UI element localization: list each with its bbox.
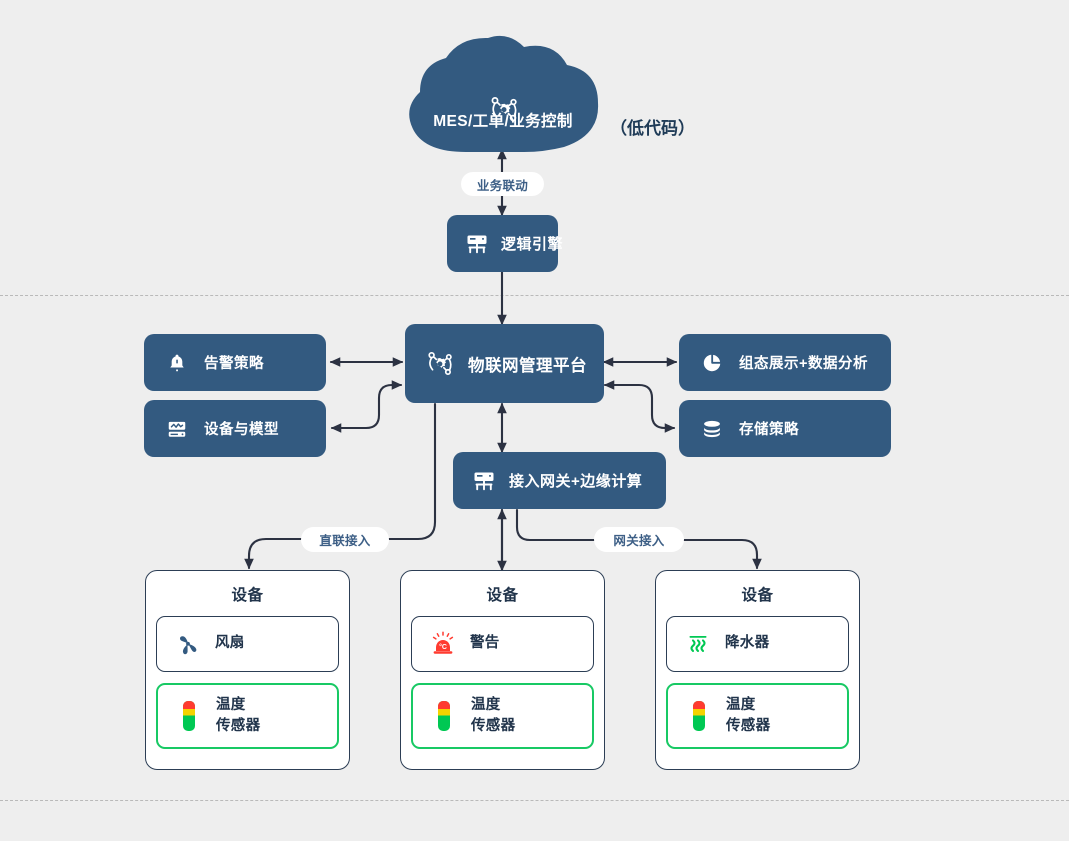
device-item-label-line2: 传感器 — [726, 718, 771, 735]
device-item-label: 温度 传感器 — [216, 695, 260, 737]
device-card-title: 设备 — [741, 587, 774, 604]
node-visualization-label: 组态展示+数据分析 — [739, 356, 868, 372]
edge-label-direct-access: 直联接入 — [301, 527, 389, 552]
node-logic-engine-label: 逻辑引擎 — [501, 236, 564, 253]
device-item-sprinkler[interactable]: 降水器 — [666, 616, 849, 672]
node-gateway-edge[interactable]: 接入网关+边缘计算 — [453, 452, 666, 509]
node-iot-platform[interactable]: 物联网管理平台 — [405, 324, 604, 403]
lowcode-note: （低代码） — [610, 119, 695, 138]
iot-gear-network-icon — [487, 93, 521, 127]
bell-icon — [166, 352, 188, 374]
node-alarm-policy[interactable]: 告警策略 — [144, 334, 326, 391]
band-separator-bottom — [0, 800, 1069, 801]
temperature-sensor-icon — [682, 699, 716, 733]
cloud-shape — [409, 35, 599, 152]
node-iot-platform-label: 物联网管理平台 — [468, 356, 587, 375]
device-item-label-line2: 传感器 — [471, 718, 516, 735]
database-icon — [701, 418, 723, 440]
band-separator-top — [0, 295, 1069, 296]
edge-label-business-link: 业务联动 — [461, 172, 544, 196]
device-item-label: 温度 传感器 — [471, 695, 515, 737]
device-model-icon — [166, 418, 188, 440]
device-item-label: 降水器 — [725, 635, 770, 652]
device-item-label: 温度 传感器 — [726, 695, 770, 737]
cloud-label: MES/工单/业务控制 — [433, 113, 573, 130]
device-item-temperature-sensor[interactable]: 温度 传感器 — [411, 683, 594, 750]
temperature-sensor-icon — [172, 699, 206, 733]
device-item-label-line1: 温度 — [216, 697, 246, 713]
device-item-temperature-sensor[interactable]: 温度 传感器 — [666, 683, 849, 750]
device-card-title: 设备 — [486, 587, 519, 604]
device-item-label-line1: 温度 — [726, 697, 756, 713]
device-card[interactable]: 设备 °C 警告 — [400, 570, 605, 770]
iot-gear-network-icon — [425, 349, 455, 379]
alarm-siren-icon: °C — [426, 627, 460, 661]
node-logic-engine[interactable]: 逻辑引擎 — [447, 215, 563, 272]
server-rack-icon — [472, 469, 496, 493]
temperature-sensor-icon — [427, 699, 461, 733]
device-item-label: 风扇 — [215, 635, 245, 652]
device-card-title: 设备 — [231, 587, 264, 604]
device-item-label-line2: 传感器 — [216, 718, 261, 735]
device-item-label-line1: 温度 — [471, 697, 501, 713]
sprinkler-steam-icon — [681, 627, 715, 661]
edge-label-gateway-access: 网关接入 — [594, 527, 684, 552]
server-rack-icon — [465, 232, 489, 256]
cloud-node[interactable]: MES/工单/业务控制 — [404, 35, 602, 152]
svg-text:°C: °C — [439, 643, 447, 651]
node-visualization[interactable]: 组态展示+数据分析 — [679, 334, 891, 391]
node-alarm-policy-label: 告警策略 — [204, 356, 264, 372]
fan-icon — [171, 627, 205, 661]
node-storage-policy[interactable]: 存储策略 — [679, 400, 891, 457]
device-item-fan[interactable]: 风扇 — [156, 616, 339, 672]
device-item-temperature-sensor[interactable]: 温度 传感器 — [156, 683, 339, 750]
device-card[interactable]: 设备 降水器 — [655, 570, 860, 770]
device-card[interactable]: 设备 风扇 — [145, 570, 350, 770]
device-item-alarm[interactable]: °C 警告 — [411, 616, 594, 672]
node-device-model-label: 设备与模型 — [204, 422, 279, 438]
node-storage-policy-label: 存储策略 — [739, 422, 799, 438]
node-gateway-edge-label: 接入网关+边缘计算 — [509, 473, 643, 490]
device-item-label: 警告 — [470, 635, 500, 652]
node-device-model[interactable]: 设备与模型 — [144, 400, 326, 457]
pie-chart-icon — [701, 352, 723, 374]
